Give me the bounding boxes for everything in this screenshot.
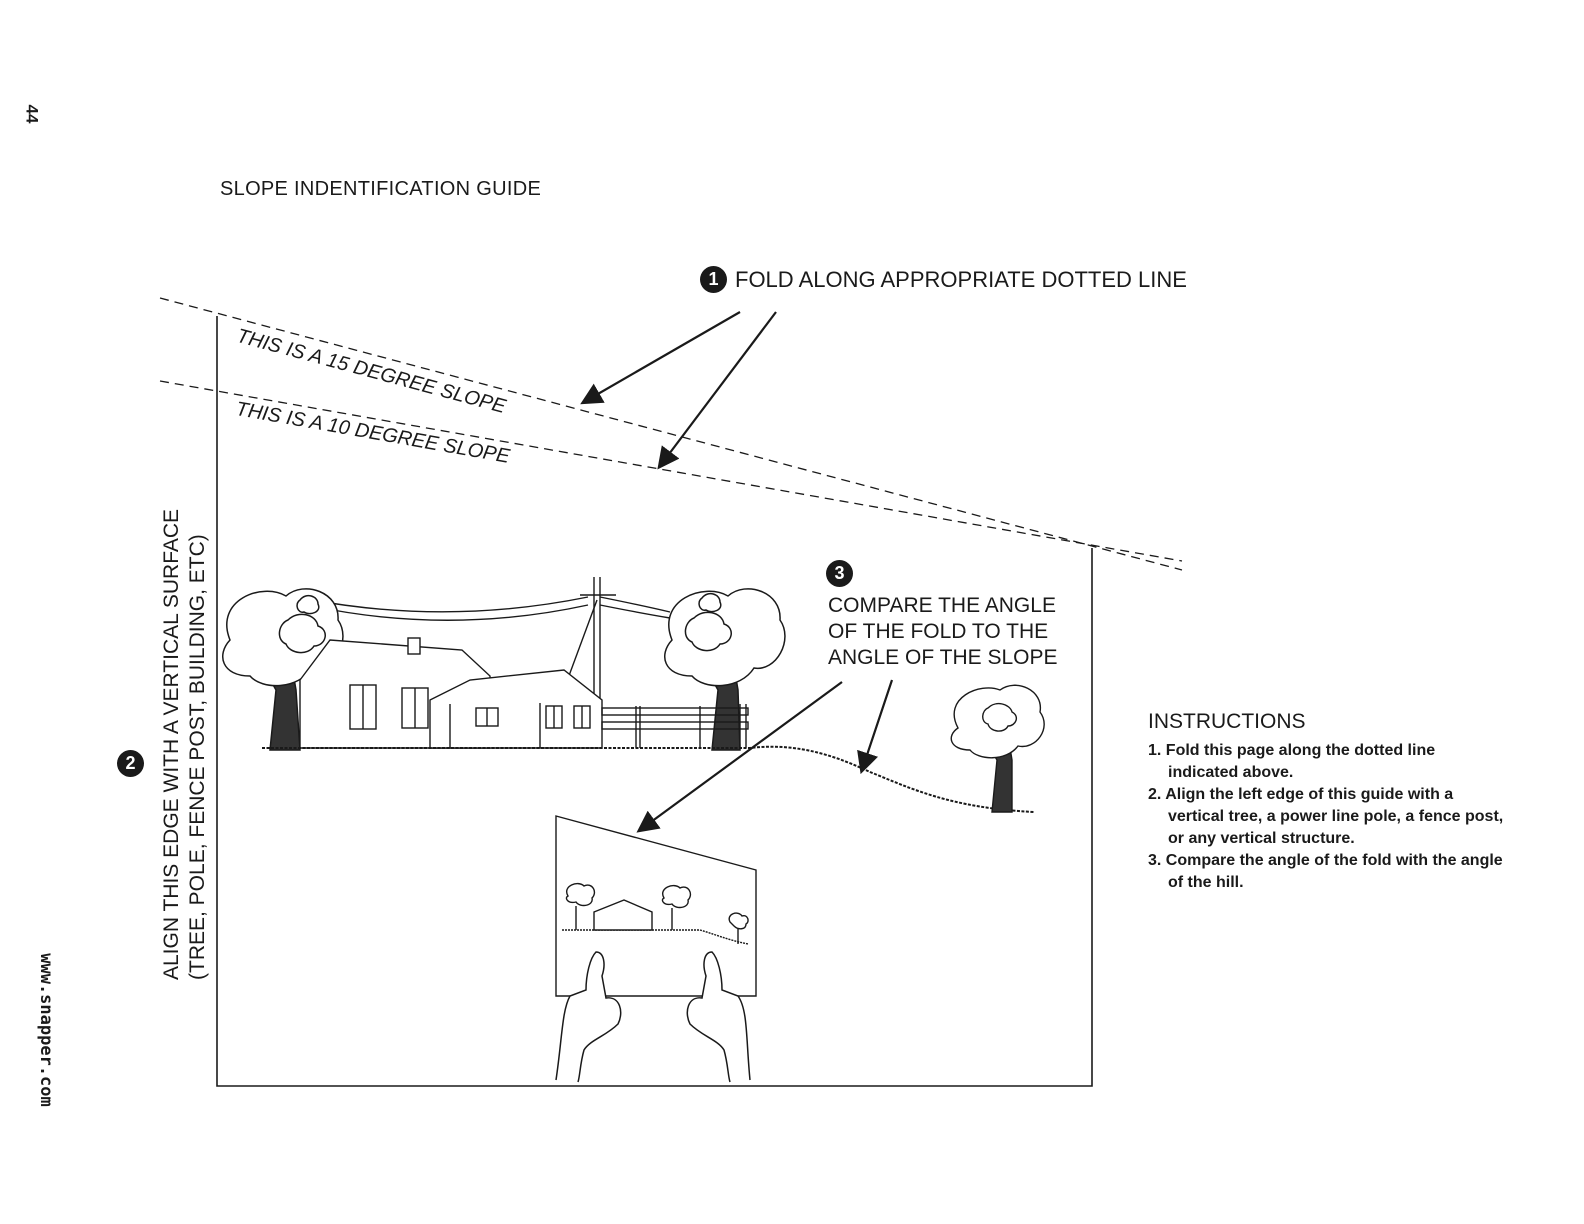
held-guide-page xyxy=(555,815,757,997)
fold-line-15-degree xyxy=(159,297,1183,571)
house xyxy=(299,637,603,749)
hill-tree xyxy=(950,684,1045,813)
step1-arrow-10 xyxy=(657,311,777,470)
step3-badge: 3 xyxy=(826,560,853,587)
hands xyxy=(555,951,751,1083)
power-pole xyxy=(311,577,671,745)
step1-badge: 1 xyxy=(700,266,727,293)
guide-frame xyxy=(216,316,1093,1087)
instructions-panel: INSTRUCTIONS 1. Fold this page along the… xyxy=(1148,710,1508,894)
fence xyxy=(601,704,749,748)
step2-badge: 2 xyxy=(117,750,144,777)
step3-arrow-hands xyxy=(636,681,843,833)
guide-title: SLOPE INDENTIFICATION GUIDE xyxy=(220,178,542,200)
step3-line3: ANGLE OF THE SLOPE xyxy=(828,646,1058,669)
step1-arrow-15 xyxy=(580,311,741,405)
instructions-heading: INSTRUCTIONS xyxy=(1148,710,1306,733)
step3-arrow-hill xyxy=(857,679,894,775)
step2-line1: ALIGN THIS EDGE WITH A VERTICAL SURFACE xyxy=(160,508,183,980)
left-tree xyxy=(221,588,344,751)
fold-line-10-degree xyxy=(159,380,1183,562)
instruction-item: 1. Fold this page along the dotted line … xyxy=(1148,742,1436,781)
step3-line1: COMPARE THE ANGLE xyxy=(828,594,1056,617)
instruction-item: 2. Align the left edge of this guide wit… xyxy=(1148,786,1504,847)
step2-line2: (TREE, POLE, FENCE POST, BUILDING, ETC) xyxy=(186,534,209,980)
right-tree xyxy=(663,588,786,751)
step1-callout: 1 FOLD ALONG APPROPRIATE DOTTED LINE xyxy=(700,266,1187,293)
step3-line2: OF THE FOLD TO THE xyxy=(828,620,1049,643)
instruction-item: 3. Compare the angle of the fold with th… xyxy=(1148,852,1503,891)
step2-callout: ALIGN THIS EDGE WITH A VERTICAL SURFACE … xyxy=(155,470,215,980)
step3-callout: COMPARE THE ANGLE OF THE FOLD TO THE ANG… xyxy=(828,593,1058,671)
step1-text: FOLD ALONG APPROPRIATE DOTTED LINE xyxy=(735,266,1187,292)
instructions-list: 1. Fold this page along the dotted line … xyxy=(1148,740,1508,894)
ground-hill xyxy=(262,745,1035,813)
